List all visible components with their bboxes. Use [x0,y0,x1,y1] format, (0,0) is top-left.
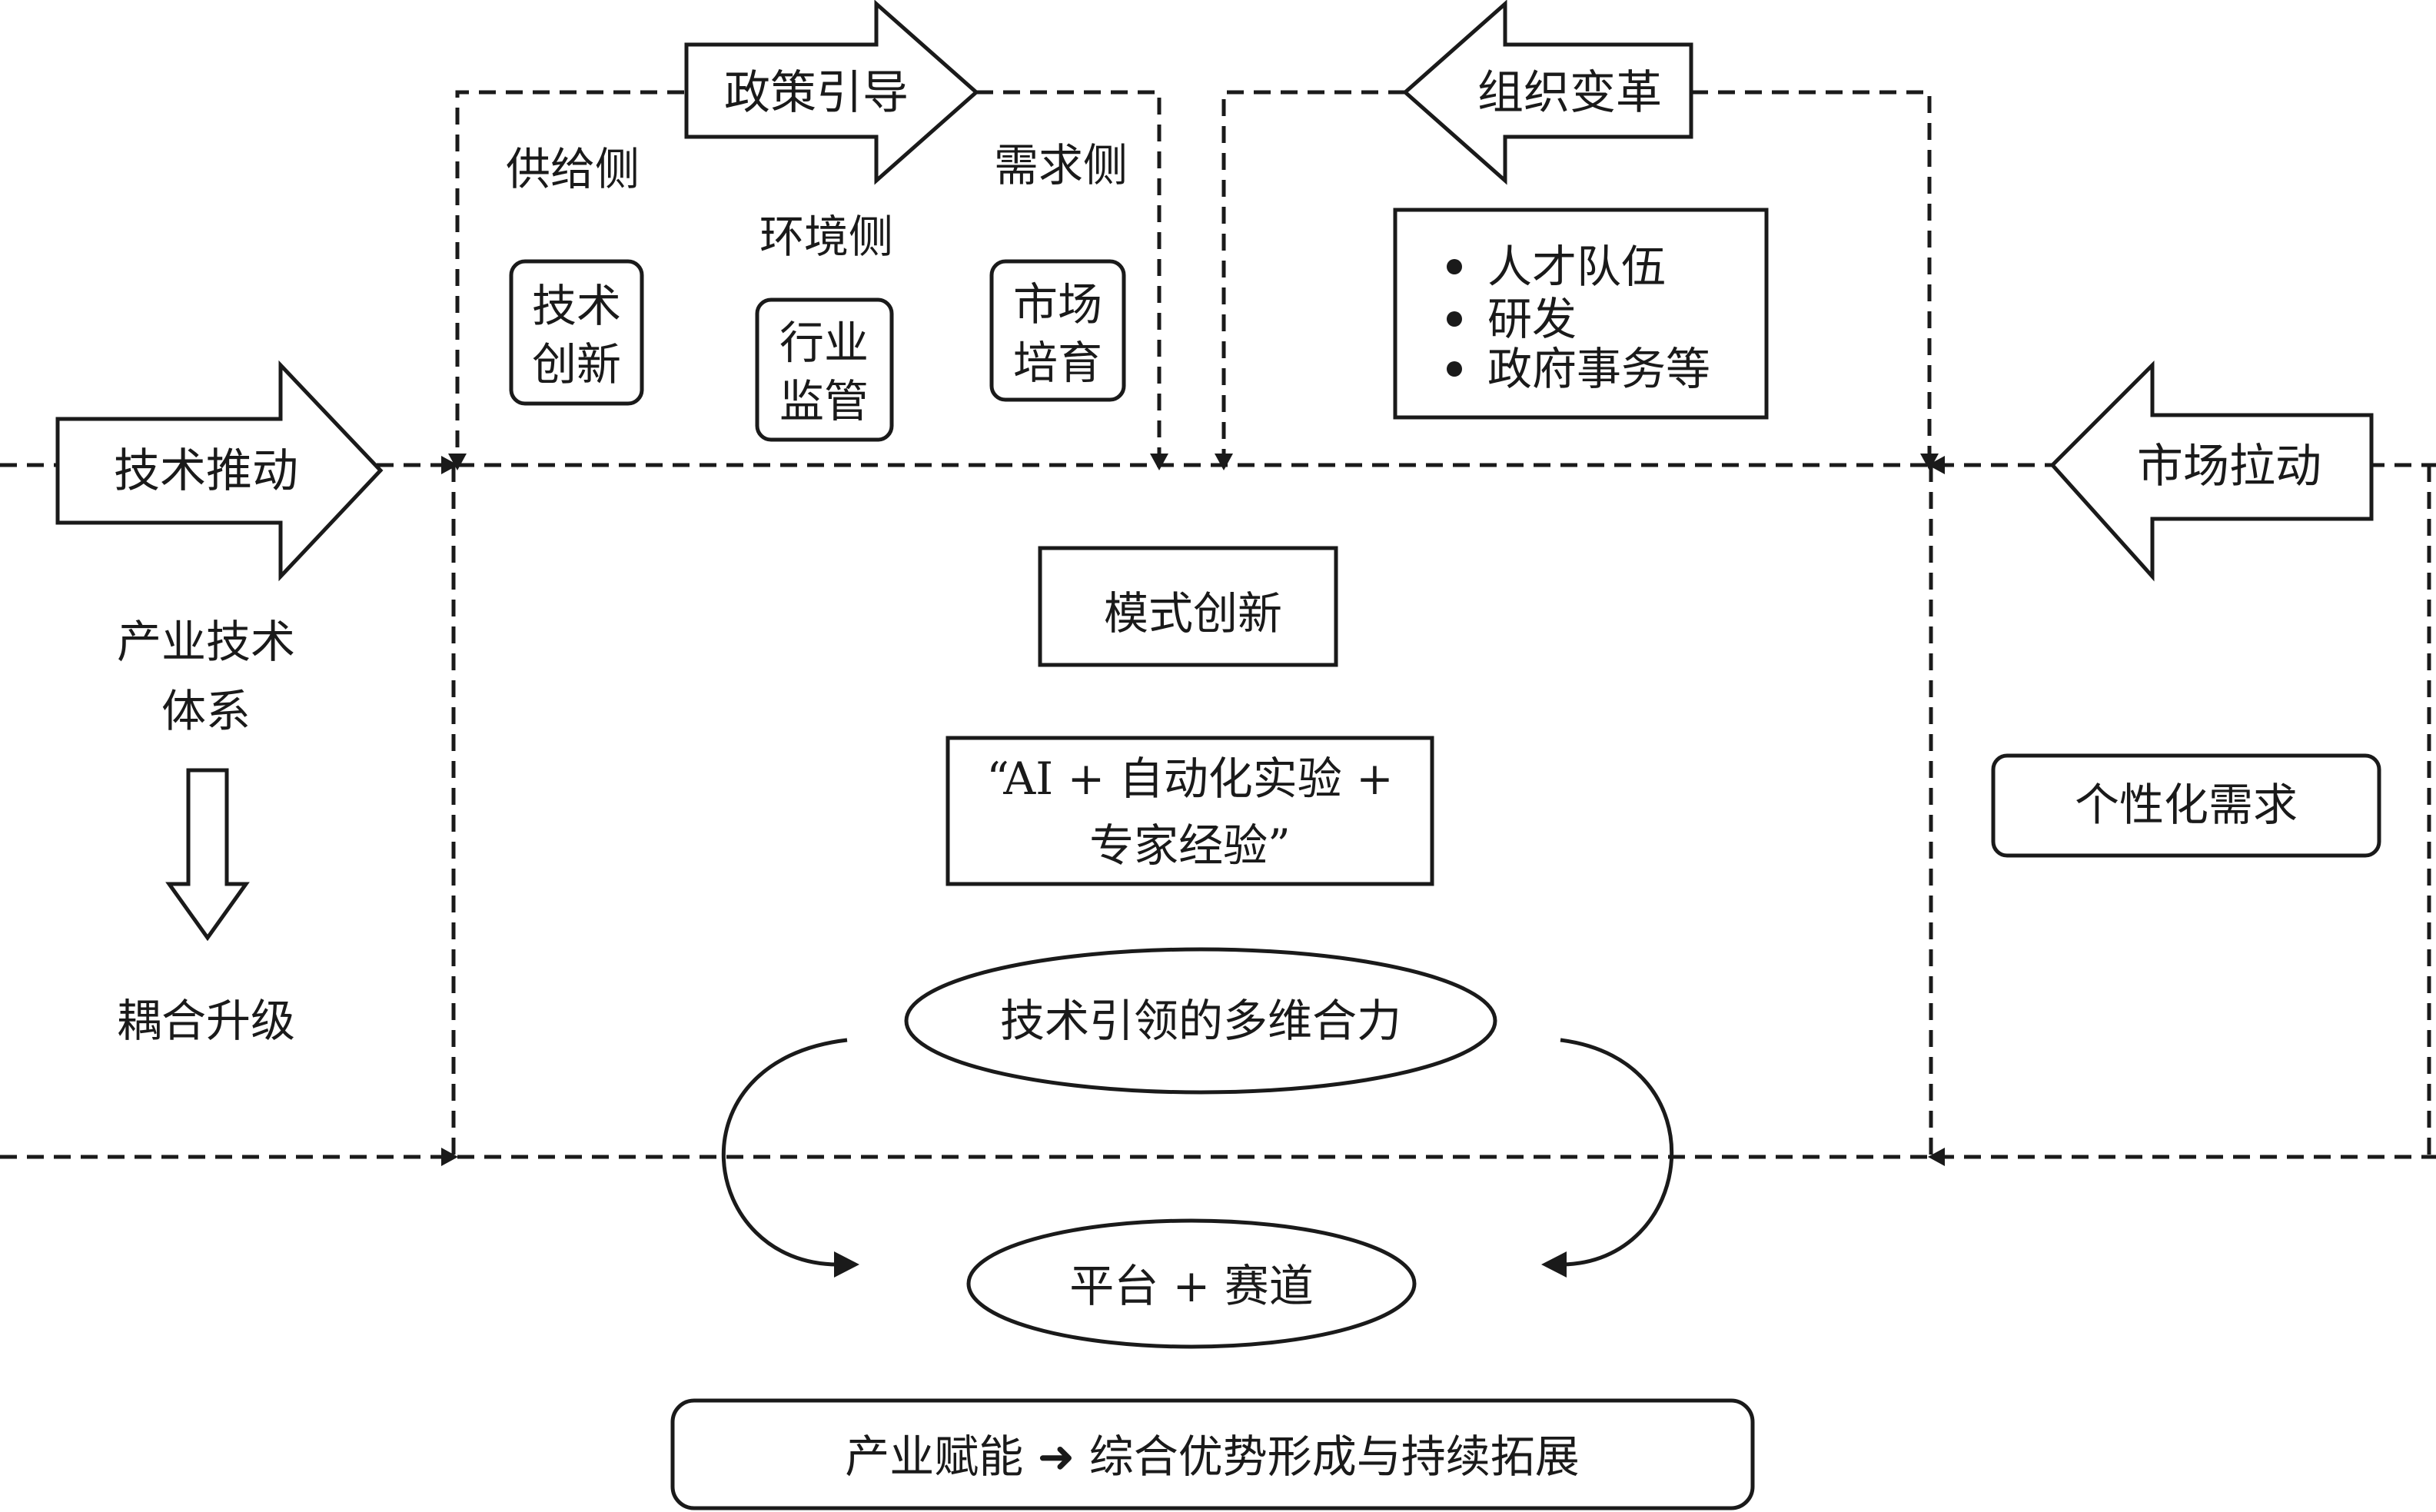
ai-formula-line-2: 专家经验” [1089,819,1291,872]
market-pull-arrow: 市场拉动 [2049,360,2374,582]
arrowhead-down-org-right [1920,454,1939,470]
empowerment-box: 产业赋能 ➜ 综合优势形成与持续拓展 [670,1398,1755,1510]
left-panel: 产业技术 体系 耦合升级 [117,616,295,1047]
arrowhead-left-top-right [1928,456,1945,474]
industry-regulation-box: 行业 监管 [755,297,894,442]
platform-label: 平台 + 赛道 [1069,1260,1313,1312]
org-item-rnd: 研发 [1487,293,1577,345]
cycle-arrowhead-left [834,1251,859,1278]
org-items-box: 人才队伍 研发 政府事务等 [1393,208,1769,420]
coupling-upgrade-label: 耦合升级 [117,995,295,1047]
empowerment-label: 产业赋能 ➜ 综合优势形成与持续拓展 [845,1431,1579,1483]
policy-area: 供给侧 环境侧 需求侧 技术 创新 行业 监管 市场 培育 [506,139,1128,442]
tech-innovation-box: 技术 创新 [509,259,644,406]
demand-side-label: 需求侧 [994,139,1128,191]
industry-regulation-line-1: 行业 [779,317,869,369]
bullet-3 [1447,361,1462,377]
arrowhead-down-policy-left [448,454,467,470]
market-cultivation-line-2: 培育 [1013,337,1102,389]
industry-regulation-line-2: 监管 [779,375,869,427]
arrowhead-down-org-left [1215,454,1233,470]
synergy-ellipse: 技术引领的多维合力 [904,947,1497,1095]
center-area: 模式创新 “AI + 自动化实验 + 专家经验” 技术引领的多维合力 平台 + … [721,546,1674,1349]
arrowhead-down-policy-right [1150,454,1168,470]
org-item-talent: 人才队伍 [1487,241,1666,293]
arrowhead-right-bottom-left [441,1148,458,1166]
tech-push-arrow: 技术推动 [55,360,384,582]
ai-formula-line-1: “AI + 自动化实验 + [986,753,1393,805]
tech-innovation-line-1: 技术 [532,280,621,332]
arrowhead-left-bottom-right [1928,1148,1945,1166]
mode-innovation-label: 模式创新 [1104,587,1282,640]
market-pull-label: 市场拉动 [2137,440,2321,493]
market-cultivation-line-1: 市场 [1013,278,1102,331]
dashed-frame [0,90,2436,1159]
industry-tech-system-line-2: 体系 [161,685,251,737]
org-item-gov-affairs: 政府事务等 [1487,343,1710,395]
tech-innovation-line-2: 创新 [532,338,621,390]
bullet-2 [1447,311,1462,327]
synergy-label: 技术引领的多维合力 [1000,995,1401,1047]
down-arrow [165,768,250,942]
market-cultivation-box: 市场 培育 [989,259,1126,402]
cycle-arrowhead-right [1541,1251,1567,1278]
ai-formula-box: “AI + 自动化实验 + 专家经验” [945,736,1434,886]
bullet-1 [1447,259,1462,274]
policy-guidance-label: 政策引导 [724,66,909,120]
org-reform-label: 组织变革 [1477,66,1662,120]
policy-guidance-arrow: 政策引导 [684,0,979,185]
personalized-demand-box: 个性化需求 [1991,753,2381,858]
cycle-curve-left [721,1038,848,1267]
platform-ellipse: 平台 + 赛道 [966,1218,1417,1349]
supply-side-label: 供给侧 [506,143,640,195]
industry-tech-system-line-1: 产业技术 [117,616,295,668]
cycle-curve-right [1560,1038,1674,1267]
mode-innovation-box: 模式创新 [1038,546,1338,667]
tech-push-label: 技术推动 [114,444,298,498]
frame-arrowheads [441,454,1945,1166]
arrowhead-right-top-left [441,456,458,474]
org-reform-arrow: 组织变革 [1402,0,1693,185]
personalized-demand-label: 个性化需求 [2075,779,2298,831]
environment-side-label: 环境侧 [759,211,893,263]
